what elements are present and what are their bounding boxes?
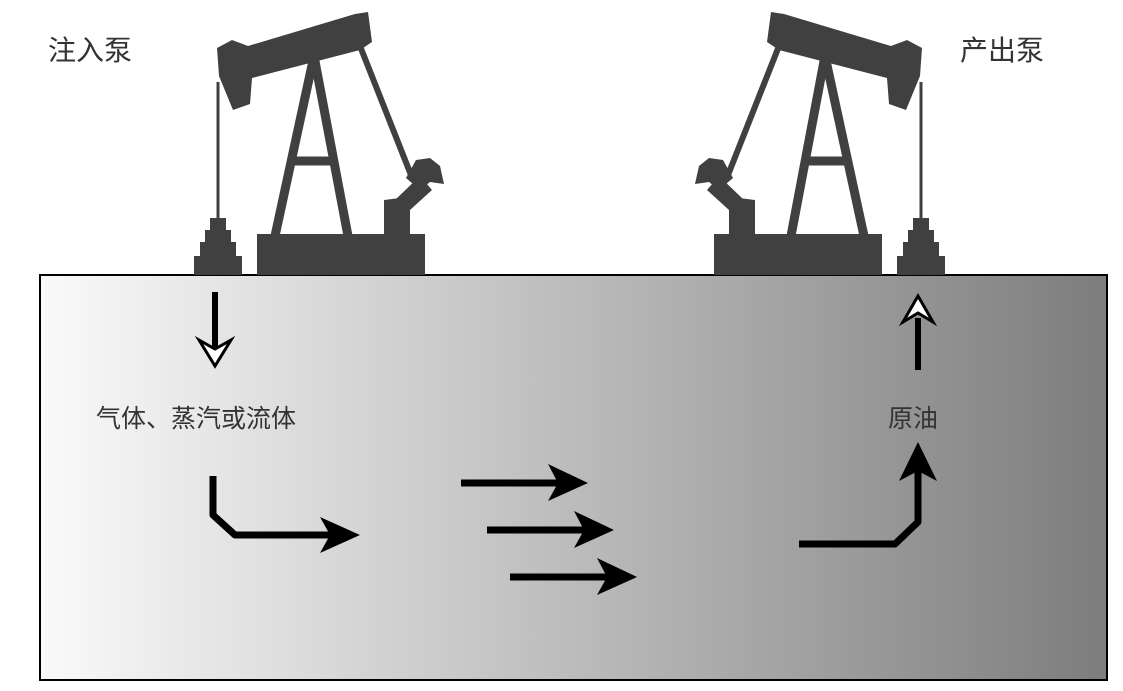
production-pump-label: 产出泵 bbox=[960, 34, 1045, 67]
injected-fluid-label: 气体、蒸汽或流体 bbox=[96, 404, 297, 433]
production-up-arrow bbox=[898, 292, 938, 370]
injection-down-arrow bbox=[194, 292, 236, 369]
injection-pump-label: 注入泵 bbox=[48, 34, 133, 67]
bent-flow-arrow-left bbox=[209, 476, 360, 553]
flow-arrow-bottom bbox=[510, 558, 637, 595]
flow-arrow-top bbox=[461, 464, 588, 501]
flow-arrow-middle bbox=[487, 511, 614, 548]
bent-flow-arrow-right bbox=[799, 442, 937, 548]
pumpjack-icon bbox=[695, 12, 945, 275]
crude-oil-label: 原油 bbox=[888, 404, 939, 433]
pumpjack-icon bbox=[194, 12, 444, 275]
